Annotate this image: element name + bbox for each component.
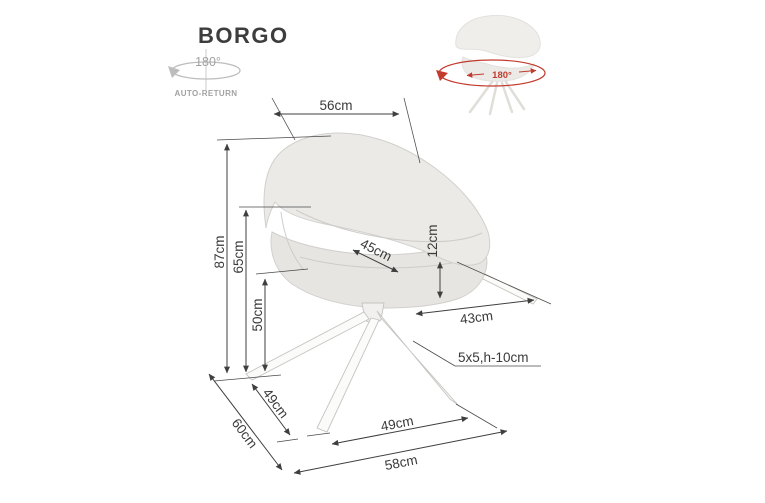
chair-illustration bbox=[245, 132, 538, 433]
backrest-cushion-label: 12cm bbox=[425, 224, 440, 257]
total-height-label: 87cm bbox=[212, 235, 227, 268]
dimension-line bbox=[352, 249, 399, 273]
auto-return-label: AUTO-RETURN bbox=[175, 89, 238, 98]
page-title: BORGO bbox=[198, 23, 289, 48]
dimension-backrest-cushion: 12cm bbox=[425, 224, 443, 299]
swivel-arrow-right bbox=[518, 68, 537, 74]
dimension-leg-spec: 5x5,h-10cm bbox=[412, 340, 541, 367]
extension-line bbox=[276, 438, 299, 443]
base-front-span-label: 49cm bbox=[380, 413, 415, 434]
chair-back-band bbox=[263, 132, 491, 266]
chair-leg-back bbox=[475, 272, 538, 305]
thumbnail-angle-label: 180° bbox=[492, 70, 512, 81]
dimension-line bbox=[415, 297, 535, 317]
thumbnail-chair: 180° bbox=[436, 14, 546, 116]
dimension-base-width: 58cm bbox=[293, 429, 508, 475]
thumbnail-chair-legs bbox=[468, 80, 526, 116]
dimension-seat-depth: 43cm bbox=[415, 297, 535, 327]
dimension-arm-height: 65cm bbox=[231, 209, 249, 373]
seat-height-label: 50cm bbox=[250, 298, 265, 331]
dimension-base-front-span: 49cm bbox=[331, 413, 469, 446]
dimension-back-width: 56cm bbox=[273, 98, 400, 117]
extension-line bbox=[306, 432, 331, 437]
thumbnail-chair-back bbox=[455, 14, 541, 58]
back-width-label: 56cm bbox=[319, 98, 352, 113]
dimension-total-height: 87cm bbox=[212, 143, 230, 374]
extension-line bbox=[271, 97, 296, 141]
seat-depth-label: 43cm bbox=[459, 308, 494, 327]
thumbnail-chair-seat bbox=[461, 56, 535, 82]
base-side-span-label: 49cm bbox=[260, 386, 292, 421]
rotation-angle-label: 180° bbox=[195, 55, 221, 69]
leg-spec-pointer bbox=[412, 340, 456, 367]
armrest-fold-line bbox=[280, 211, 305, 271]
swivel-arrow-left bbox=[466, 72, 485, 78]
extension-line bbox=[216, 135, 332, 141]
dimension-seat-height: 50cm bbox=[250, 278, 268, 372]
extension-line bbox=[456, 261, 552, 305]
base-width-label: 58cm bbox=[384, 452, 419, 473]
leg-spec-label: 5x5,h-10cm bbox=[458, 350, 529, 365]
extension-line bbox=[255, 268, 309, 275]
band-inner-edge bbox=[295, 209, 483, 243]
dimension-line bbox=[293, 429, 508, 475]
dimension-line bbox=[208, 373, 283, 471]
arm-height-label: 65cm bbox=[231, 240, 246, 273]
extension-line bbox=[455, 403, 498, 429]
dimension-base-side-span: 49cm bbox=[251, 383, 292, 436]
swivel-ellipse-arrowhead bbox=[436, 70, 448, 81]
extension-line bbox=[403, 97, 421, 164]
rotation-icon: 180° AUTO-RETURN bbox=[168, 49, 241, 98]
chair-leg-right bbox=[376, 310, 459, 406]
base-depth-label: 60cm bbox=[229, 416, 261, 451]
rotation-ellipse-arrowhead bbox=[168, 66, 180, 78]
